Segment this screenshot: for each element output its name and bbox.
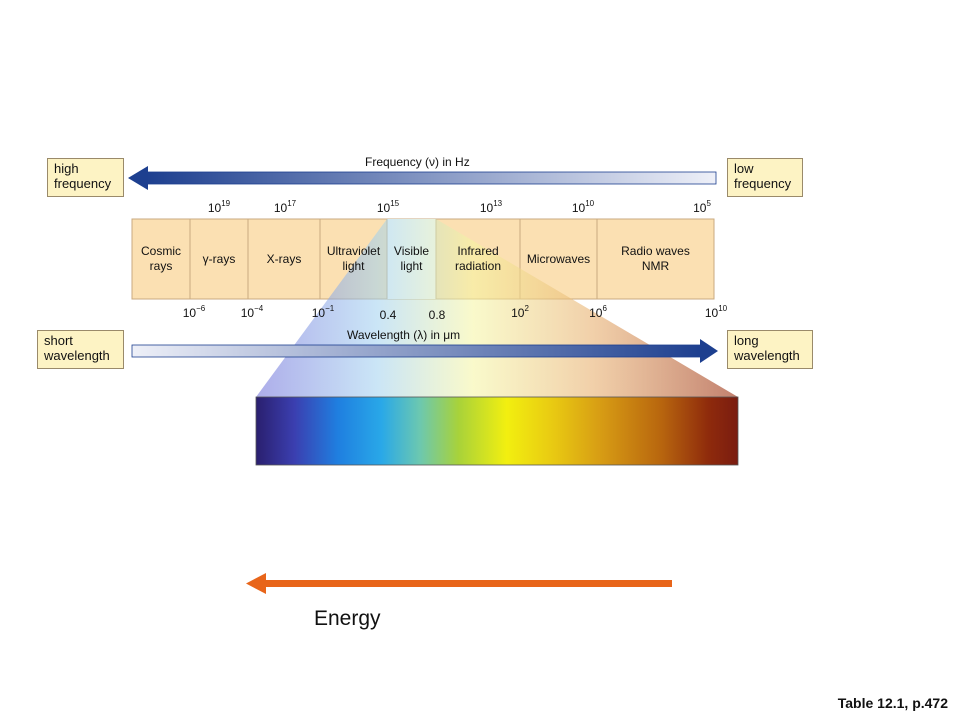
frequency-tick: 1019	[207, 199, 231, 215]
wavelength-tick: 0.4	[379, 308, 397, 322]
energy-label: Energy	[314, 607, 381, 630]
wavelength-tick: 1010	[704, 304, 728, 320]
wavelength-tick: 0.8	[428, 308, 446, 322]
frequency-tick: 105	[693, 199, 711, 215]
wavelength-tick: 102	[511, 304, 529, 320]
frequency-axis-title: Frequency (ν) in Hz	[365, 155, 470, 169]
frequency-arrow	[128, 166, 717, 190]
wavelength-tick: 10−6	[182, 304, 206, 320]
region-cosmic-rays: Cosmic rays	[140, 244, 181, 273]
visible-spectrum	[255, 396, 739, 466]
energy-arrow	[246, 573, 672, 594]
frequency-tick: 1010	[571, 199, 595, 215]
region-visible: Visible light	[393, 244, 430, 273]
frequency-tick: 1015	[376, 199, 400, 215]
region-ultraviolet: Ultraviolet light	[326, 244, 381, 273]
high-frequency-label: high frequency	[47, 158, 124, 197]
wavelength-arrow	[131, 339, 718, 363]
frequency-tick: 1013	[479, 199, 503, 215]
region-infrared: Infrared radiation	[454, 244, 502, 273]
low-frequency-label: low frequency	[727, 158, 803, 197]
region-gamma-rays: γ-rays	[202, 251, 236, 266]
short-wavelength-label: short wavelength	[37, 330, 124, 369]
wavelength-tick: 106	[589, 304, 607, 320]
region-radio-waves: Radio waves NMR	[621, 244, 690, 273]
wavelength-tick: 10−1	[311, 304, 335, 320]
long-wavelength-label: long wavelength	[727, 330, 813, 369]
region-x-rays: X-rays	[266, 251, 302, 266]
wavelength-tick: 10−4	[240, 304, 264, 320]
table-caption: Table 12.1, p.472	[837, 695, 948, 711]
region-microwaves: Microwaves	[526, 251, 591, 266]
wavelength-axis-title: Wavelength (λ) in μm	[347, 328, 461, 342]
frequency-tick: 1017	[273, 199, 297, 215]
